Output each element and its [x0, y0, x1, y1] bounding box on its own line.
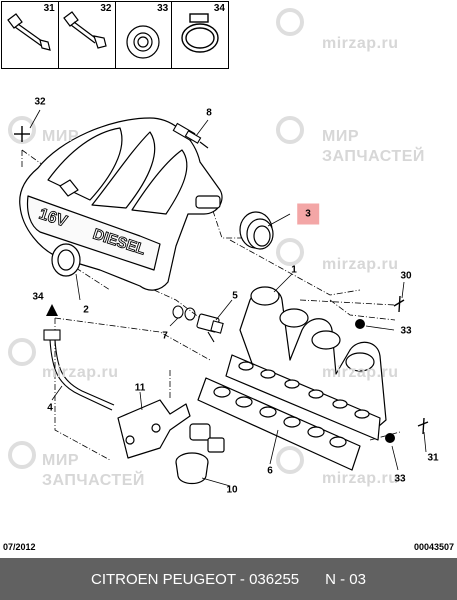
washer-33-icon: [126, 25, 160, 59]
arrow-34-icon: [46, 304, 58, 316]
watermark-logo-icon: [276, 8, 304, 36]
sensor-8-icon: [172, 122, 209, 149]
callout-2[interactable]: 2: [83, 304, 89, 316]
lower-intake-manifold: [225, 286, 387, 441]
callout-11[interactable]: 11: [134, 382, 146, 394]
footer-position: N - 03: [325, 570, 366, 588]
watermark-logo-icon: [276, 238, 304, 266]
callout-34[interactable]: 34: [32, 291, 44, 303]
callout-10[interactable]: 10: [226, 484, 238, 496]
callout-8[interactable]: 8: [206, 107, 212, 119]
valve-5-icon: [196, 313, 224, 343]
nut-33-lower-icon: [385, 433, 395, 443]
callout-7[interactable]: 7: [162, 330, 168, 342]
leader-lines: [29, 109, 427, 487]
footer-caption-bar: CITROEN PEUGEOT - 036255 N - 03: [0, 558, 457, 600]
manifold-gasket-6: [197, 377, 361, 471]
watermark-cyr-line2: ЗАПЧАСТЕЙ: [42, 472, 145, 489]
clamp-34-icon: [181, 13, 219, 53]
bolt-32-icon: [63, 11, 107, 49]
callout-3-highlighted[interactable]: 3: [297, 203, 319, 225]
header-cell-33[interactable]: 33: [116, 2, 173, 68]
header-cell-34[interactable]: 34: [172, 2, 228, 68]
header-cell-number: 31: [43, 3, 55, 14]
header-cell-32[interactable]: 32: [59, 2, 116, 68]
callout-32[interactable]: 32: [34, 96, 46, 108]
watermark-cyr-line1: МИР: [322, 128, 359, 145]
watermark-cyr-line1: МИР: [42, 128, 79, 145]
watermark-cyr-line1: МИР: [42, 452, 79, 469]
watermark-latin: mirzap.ru: [322, 256, 399, 273]
watermark-logo-icon: [8, 338, 36, 366]
header-cell-number: 33: [157, 3, 169, 14]
hose-4-icon: [43, 329, 115, 411]
callout-6[interactable]: 6: [267, 465, 273, 477]
watermark-latin: mirzap.ru: [322, 470, 399, 487]
header-parts-row: 31 32 33 34: [1, 1, 229, 69]
watermark-logo-icon: [8, 441, 36, 469]
bolt-30-icon: [393, 295, 405, 313]
footer-part-number: CITROEN PEUGEOT - 036255: [91, 570, 300, 588]
callout-31[interactable]: 31: [427, 452, 439, 464]
watermark-latin: mirzap.ru: [322, 35, 399, 52]
actuator-10-icon: [175, 423, 225, 485]
watermark-cyr-line2: ЗАПЧАСТЕЙ: [322, 148, 425, 165]
callout-4[interactable]: 4: [47, 402, 53, 414]
header-cell-number: 32: [100, 3, 112, 14]
watermark-latin: mirzap.ru: [322, 364, 399, 381]
callout-30[interactable]: 30: [400, 270, 412, 282]
nut-33-icon: [355, 319, 365, 329]
callout-33-lower[interactable]: 33: [394, 473, 406, 485]
date-code: 07/2012: [3, 542, 36, 552]
reference-code: 00043507: [413, 542, 454, 552]
upper-intake-manifold: [19, 117, 223, 291]
callout-5[interactable]: 5: [232, 290, 238, 302]
bracket-11-icon: [117, 399, 191, 459]
watermark-latin: mirzap.ru: [42, 364, 119, 381]
seal-ring-3-icon: [239, 211, 274, 250]
header-cell-31[interactable]: 31: [2, 2, 59, 68]
header-cell-number: 34: [213, 3, 225, 14]
watermark-logo-icon: [276, 446, 304, 474]
bolt-32-marker-icon: [14, 126, 30, 142]
bolt-31-lower-icon: [417, 417, 429, 435]
callout-33[interactable]: 33: [400, 325, 412, 337]
callout-1[interactable]: 1: [291, 264, 297, 276]
watermark-logo-icon: [276, 116, 304, 144]
o-ring-7-icon: [172, 305, 196, 321]
bolt-31-icon: [7, 13, 51, 51]
watermark-logos: [8, 8, 304, 474]
